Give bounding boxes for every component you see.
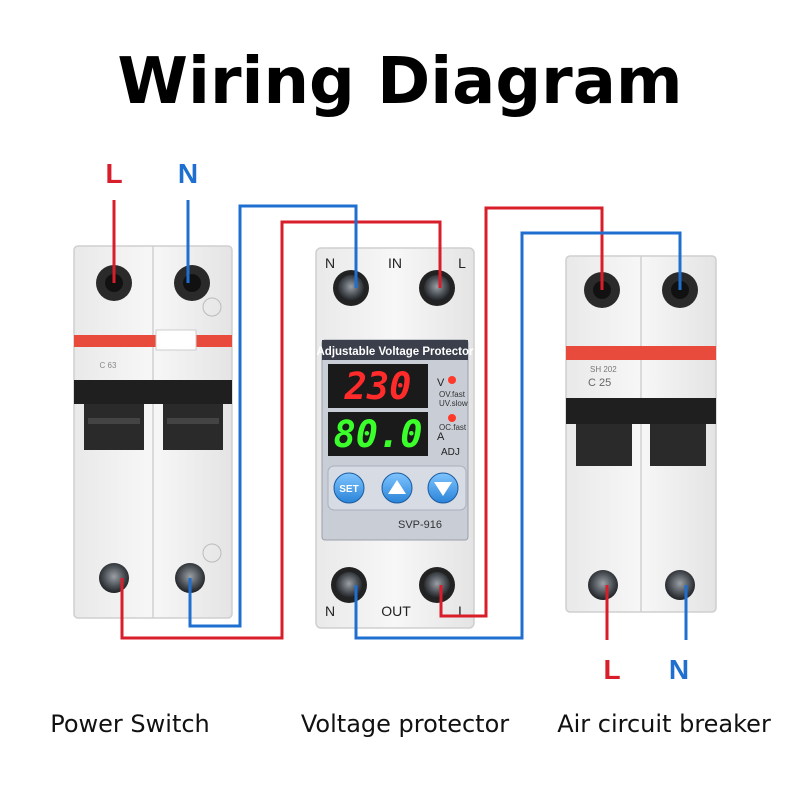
breaker-rating: C 25	[588, 377, 611, 389]
terminal-label-n-out: N	[325, 603, 335, 619]
set-button-label: SET	[339, 484, 358, 495]
toggle-lever[interactable]	[576, 424, 632, 466]
output-neutral-label: N	[669, 654, 689, 685]
triangle-up-icon	[388, 480, 406, 494]
terminal-screw	[424, 572, 450, 598]
air-circuit-breaker: SH 202 C 25	[565, 255, 717, 613]
power-switch: C 63	[73, 245, 233, 619]
triangle-down-icon	[434, 482, 452, 496]
indicator-led	[448, 414, 456, 422]
output-label: OUT	[381, 603, 411, 619]
voltage-display	[328, 364, 428, 408]
breaker-model: SH 202	[590, 365, 617, 374]
terminal-screw	[588, 570, 618, 600]
power-switch-caption: Power Switch	[50, 710, 210, 738]
terminal-screw	[424, 275, 450, 301]
model-label: SVP-916	[398, 519, 442, 531]
current-display	[328, 412, 428, 456]
live-wire-protector-to-breaker	[439, 206, 604, 618]
down-button[interactable]	[427, 472, 459, 504]
toggle-lever[interactable]	[84, 404, 144, 450]
output-live-label: L	[603, 654, 620, 685]
air-breaker-caption: Air circuit breaker	[557, 710, 771, 738]
red-band	[74, 335, 232, 347]
indicator-led	[448, 376, 456, 384]
page-title: Wiring Diagram	[117, 45, 682, 119]
up-button[interactable]	[381, 472, 413, 504]
red-band	[566, 346, 716, 360]
terminal-label-l-out: L	[458, 603, 466, 619]
terminal-screw	[338, 275, 364, 301]
supply-neutral-label: N	[178, 158, 198, 189]
adj-label: ADJ	[441, 447, 460, 458]
current-reading: 80.0	[333, 413, 422, 456]
voltage-reading: 230	[344, 365, 412, 408]
terminal-screw	[665, 570, 695, 600]
live-wire-switch-to-protector	[120, 220, 442, 640]
oc-fast-label: OC.fast	[439, 423, 467, 432]
panel-title-bar	[322, 340, 468, 360]
panel-title: Adjustable Voltage Protector	[317, 346, 475, 358]
unit-v: V	[437, 377, 445, 389]
svg-text:C 63: C 63	[100, 361, 117, 370]
supply-live-label: L	[105, 158, 122, 189]
set-button[interactable]: SET	[333, 472, 365, 504]
voltage-protector: N IN L Adjustable Voltage Protector 230 …	[315, 247, 475, 629]
voltage-protector-caption: Voltage protector	[301, 710, 509, 738]
terminal-screw	[336, 572, 362, 598]
unit-a: A	[437, 431, 445, 443]
terminal-label-n: N	[325, 255, 335, 271]
terminal-screw	[99, 563, 129, 593]
input-label: IN	[388, 255, 402, 271]
toggle-lever[interactable]	[650, 424, 706, 466]
uv-slow-label: UV.slow	[439, 399, 468, 408]
terminal-label-l: L	[458, 255, 466, 271]
toggle-lever[interactable]	[163, 404, 223, 450]
ov-fast-label: OV.fast	[439, 390, 466, 399]
neutral-wire-switch-to-protector	[188, 204, 358, 628]
neutral-wire-protector-to-breaker	[354, 231, 682, 640]
